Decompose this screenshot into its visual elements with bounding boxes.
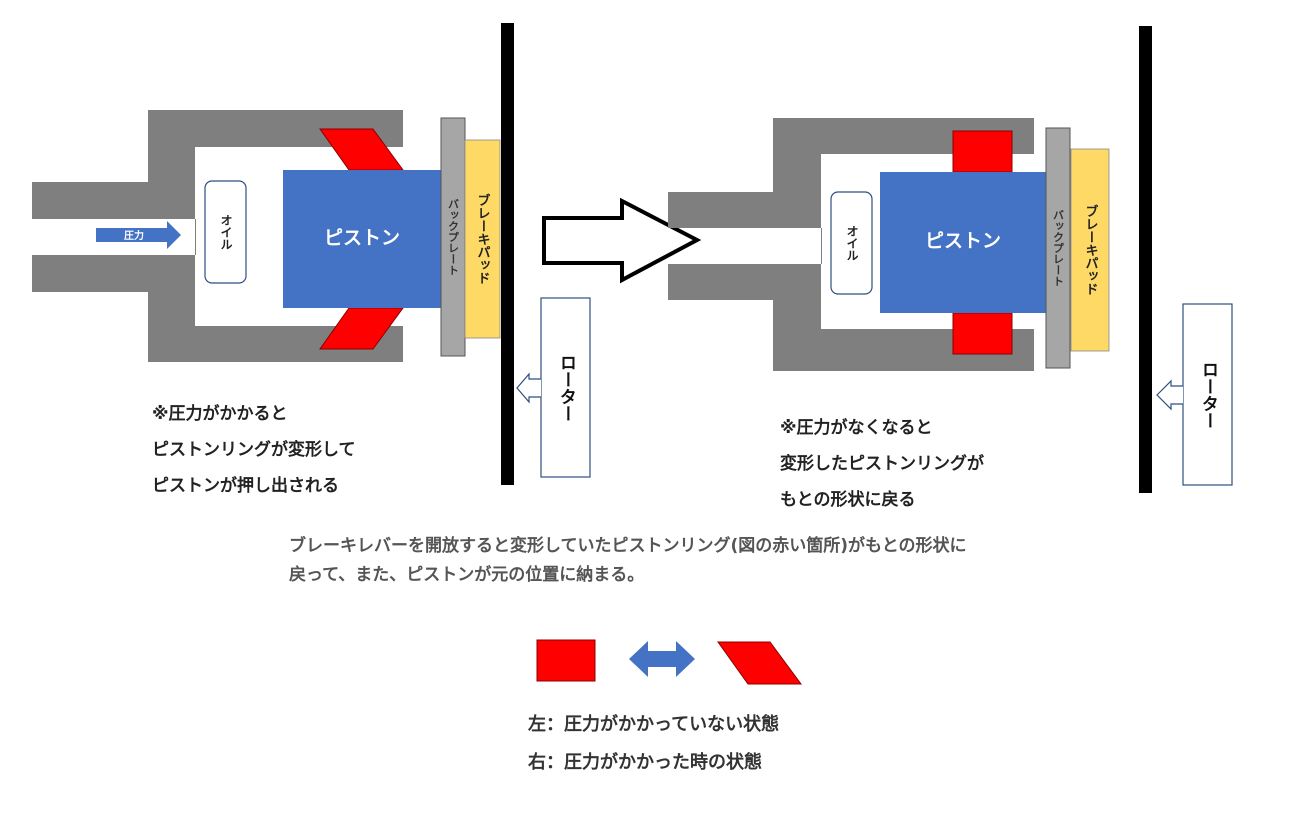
legend-shapes: [536, 639, 802, 685]
left-pressure-arrow: [96, 221, 181, 249]
right-ring-bottom: [952, 312, 1013, 355]
right-oil-label: オイル: [845, 225, 859, 261]
transition-arrow: [542, 197, 702, 284]
right-pad-label: ブレーキパッド: [1083, 204, 1099, 296]
legend-text: 左：圧力がかかっていない状態 右：圧力がかかった時の状態: [528, 706, 779, 782]
right-piston-label: ピストン: [925, 230, 1001, 252]
legend-double-arrow: [629, 641, 695, 677]
left-figure: ピストン オイル 圧力 バックプレート ブレーキパッド ローター: [32, 23, 591, 485]
left-rotor-pointer-arrow: [516, 372, 541, 404]
left-piston: [283, 170, 441, 308]
left-caption-line-1: ※圧力がかかると: [152, 404, 288, 424]
right-caption-line-1: ※圧力がなくなると: [780, 418, 933, 438]
right-caption-line-2: 変形したピストンリングが: [780, 454, 984, 474]
right-oil-box: [830, 191, 873, 295]
left-pad-label: ブレーキパッド: [475, 193, 491, 285]
legend-ring-deformed: [717, 641, 802, 685]
right-rotor-label: ローター: [1198, 361, 1218, 429]
description-line-2: 戻って、また、ピストンが元の位置に納まる。: [289, 565, 645, 585]
legend-ring-normal: [536, 639, 596, 682]
right-ring-top: [952, 130, 1013, 173]
left-pressure-label: 圧力: [124, 229, 144, 242]
right-caption-line-3: もとの形状に戻る: [780, 490, 916, 510]
right-caption: ※圧力がなくなると 変形したピストンリングが もとの形状に戻る: [780, 410, 984, 518]
right-brake-pad: [1070, 148, 1110, 352]
legend-line-left: 左：圧力がかかっていない状態: [528, 714, 780, 735]
right-backplate-label: バックプレート: [1052, 209, 1065, 286]
right-figure: ピストン オイル バックプレート ブレーキパッド ローター: [668, 26, 1233, 493]
right-rotor: [1139, 26, 1152, 493]
right-rotor-label-box: [1182, 303, 1233, 486]
legend-line-right: 右：圧力がかかった時の状態: [528, 752, 762, 773]
left-brake-pad: [464, 139, 501, 339]
left-oil-label: オイル: [219, 214, 233, 250]
right-backplate: [1045, 127, 1071, 369]
right-piston: [880, 172, 1046, 313]
left-rotor-label: ローター: [556, 354, 576, 422]
left-backplate-label: バックプレート: [447, 198, 460, 275]
description: ブレーキレバーを開放すると変形していたピストンリング(図の赤い箇所)がもとの形状…: [289, 532, 1109, 590]
left-backplate: [440, 117, 466, 357]
left-oil-box: [204, 180, 247, 284]
left-rotor-label-box: [540, 297, 591, 478]
description-line-1: ブレーキレバーを開放すると変形していたピストンリング(図の赤い箇所)がもとの形状…: [289, 536, 967, 556]
left-caption-line-3: ピストンが押し出される: [152, 476, 339, 496]
left-rotor: [501, 23, 514, 485]
right-rotor-pointer-arrow: [1156, 379, 1183, 411]
left-caption: ※圧力がかかると ピストンリングが変形して ピストンが押し出される: [152, 396, 356, 504]
left-piston-label: ピストン: [324, 227, 400, 249]
left-caption-line-2: ピストンリングが変形して: [152, 440, 356, 460]
